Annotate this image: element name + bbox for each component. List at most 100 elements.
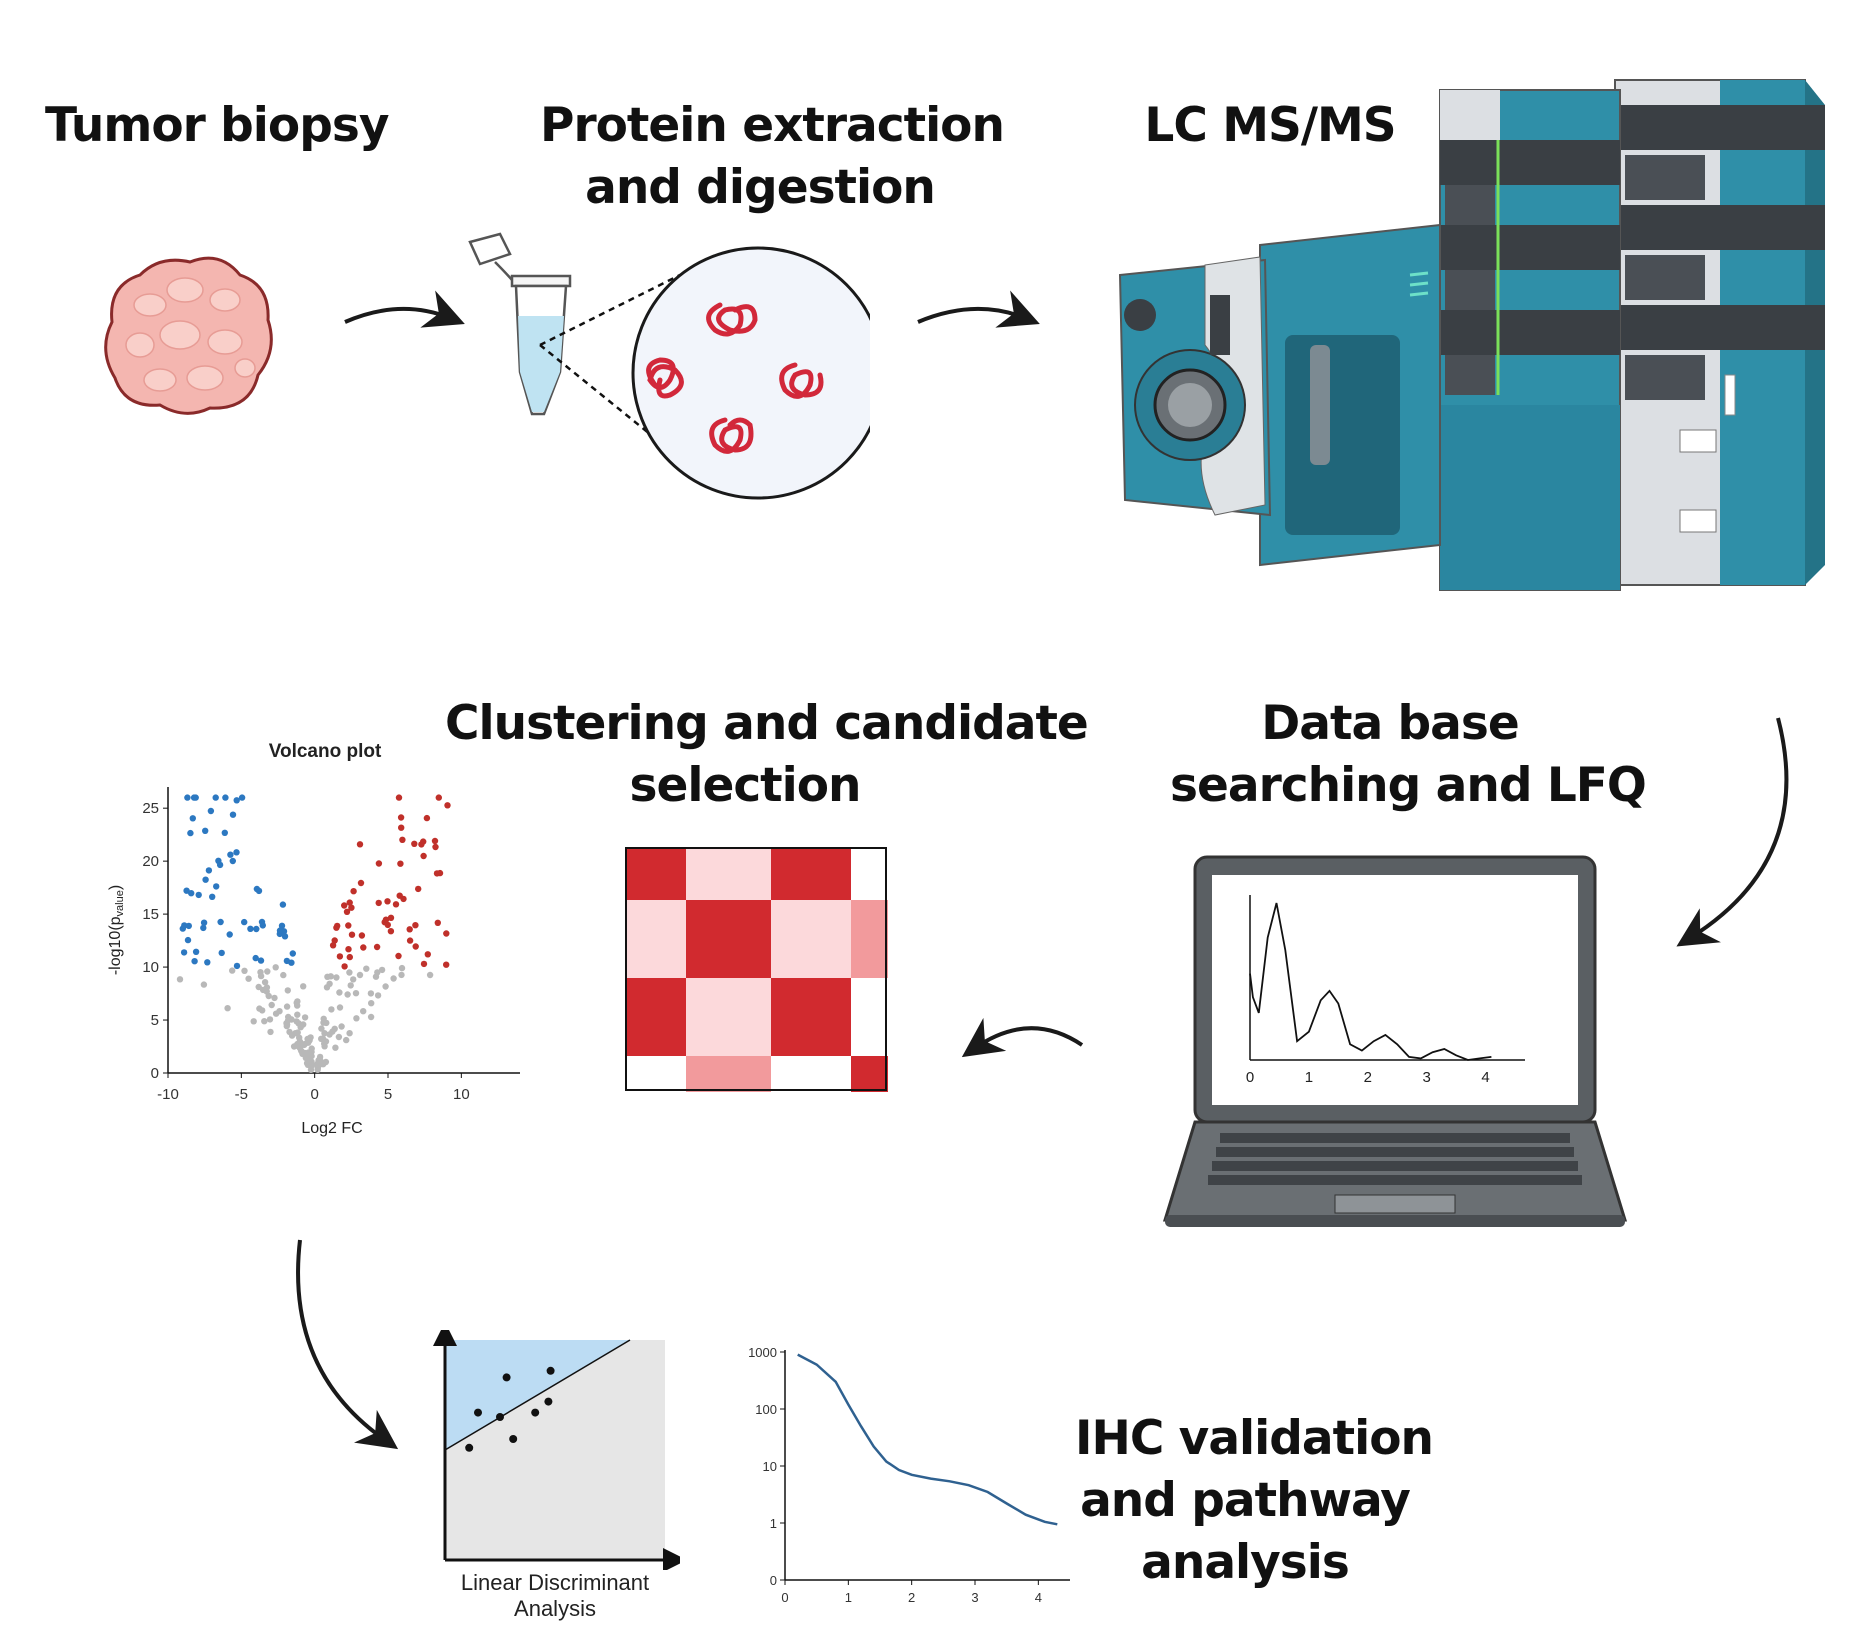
decay-ytick-label: 1 bbox=[770, 1516, 777, 1531]
volcano-xtick-label: -5 bbox=[235, 1086, 248, 1103]
lc-ms-instrument-icon bbox=[1118, 79, 1825, 591]
volcano-point bbox=[341, 963, 348, 970]
volcano-point bbox=[299, 1050, 306, 1057]
volcano-point bbox=[382, 983, 389, 990]
volcano-ylabel: -log10(pvalue) bbox=[107, 885, 126, 975]
volcano-point bbox=[363, 965, 370, 972]
arrow-icon bbox=[296, 1239, 399, 1450]
volcano-point bbox=[263, 984, 271, 991]
volcano-point bbox=[336, 953, 344, 960]
volcano-point bbox=[374, 992, 382, 999]
volcano-point bbox=[209, 893, 216, 900]
volcano-ytick-label: 10 bbox=[142, 959, 159, 976]
volcano-point bbox=[328, 1006, 335, 1013]
heatmap-cell bbox=[851, 900, 888, 978]
heatmap-cell bbox=[626, 978, 686, 1056]
volcano-point bbox=[356, 971, 364, 979]
volcano-point bbox=[217, 918, 224, 926]
volcano-point bbox=[392, 901, 400, 908]
heatmap-cell bbox=[686, 848, 771, 900]
stage-title-lcms: LC MS/MS bbox=[1140, 95, 1400, 157]
volcano-point bbox=[356, 841, 364, 848]
volcano-point bbox=[412, 943, 419, 950]
volcano-point bbox=[195, 891, 202, 899]
volcano-point bbox=[335, 1033, 343, 1041]
volcano-point bbox=[341, 902, 348, 909]
stage-title-line: LC MS/MS bbox=[1144, 98, 1396, 153]
volcano-point bbox=[229, 811, 237, 818]
decay-xtick-label: 4 bbox=[1035, 1590, 1042, 1605]
decay-xtick-label: 1 bbox=[845, 1590, 852, 1605]
volcano-point bbox=[276, 927, 284, 934]
volcano-point bbox=[184, 794, 191, 801]
volcano-point bbox=[271, 994, 278, 1002]
volcano-point bbox=[190, 794, 198, 801]
volcano-point bbox=[415, 885, 422, 893]
heatmap-cell bbox=[851, 848, 888, 900]
volcano-point bbox=[329, 942, 337, 949]
volcano-point bbox=[373, 943, 381, 951]
volcano-point bbox=[294, 1011, 301, 1018]
volcano-point bbox=[296, 1038, 304, 1045]
volcano-point bbox=[400, 895, 407, 903]
volcano-point bbox=[267, 1028, 274, 1036]
volcano-point bbox=[266, 1016, 274, 1023]
volcano-point bbox=[226, 931, 233, 938]
volcano-point bbox=[233, 849, 240, 856]
stage-title-ihc: IHC validation and pathway analysis bbox=[1075, 1408, 1434, 1594]
volcano-point bbox=[257, 957, 265, 964]
lda-point bbox=[509, 1435, 518, 1443]
volcano-point bbox=[420, 852, 427, 860]
volcano-point bbox=[332, 1044, 339, 1051]
volcano-point bbox=[323, 984, 331, 991]
decay-xtick-label: 3 bbox=[971, 1590, 978, 1605]
volcano-point bbox=[284, 987, 291, 994]
volcano-ylabel-sub: value bbox=[114, 890, 126, 916]
volcano-point bbox=[318, 1025, 325, 1032]
volcano-point bbox=[184, 936, 192, 944]
volcano-point bbox=[218, 949, 225, 957]
volcano-point bbox=[189, 815, 196, 822]
volcano-point bbox=[326, 1031, 333, 1038]
volcano-point bbox=[213, 883, 220, 890]
volcano-point bbox=[283, 1003, 291, 1010]
volcano-point bbox=[420, 960, 428, 968]
heatmap-cell bbox=[851, 1056, 888, 1092]
volcano-point bbox=[253, 885, 261, 893]
tumor-tissue-icon bbox=[104, 256, 273, 415]
heatmap-cell bbox=[771, 900, 851, 978]
volcano-point bbox=[187, 829, 194, 837]
volcano-point bbox=[346, 899, 353, 906]
volcano-point bbox=[202, 827, 209, 834]
volcano-point bbox=[259, 1007, 266, 1014]
volcano-point bbox=[207, 807, 215, 815]
stage-title-line: selection bbox=[629, 758, 861, 813]
decay-ytick-label: 1000 bbox=[748, 1345, 777, 1360]
volcano-point bbox=[397, 860, 404, 867]
volcano-point bbox=[444, 802, 451, 809]
heatmap bbox=[625, 847, 888, 1092]
volcano-point bbox=[358, 932, 366, 939]
volcano-point bbox=[399, 836, 406, 843]
volcano-point bbox=[321, 1030, 328, 1037]
volcano-ylabel-end: ) bbox=[107, 885, 124, 890]
volcano-point bbox=[319, 1059, 326, 1066]
volcano-point bbox=[250, 1018, 257, 1025]
volcano-point bbox=[181, 922, 188, 929]
volcano-point bbox=[204, 959, 211, 966]
volcano-point bbox=[286, 1028, 293, 1036]
volcano-point bbox=[280, 971, 287, 979]
volcano-point bbox=[346, 1030, 353, 1037]
volcano-ylabel-main: -log10(p bbox=[107, 916, 124, 975]
volcano-point bbox=[229, 967, 236, 974]
volcano-point bbox=[222, 794, 229, 801]
volcano-point bbox=[285, 1017, 292, 1024]
volcano-point bbox=[323, 1019, 330, 1027]
volcano-point bbox=[378, 966, 386, 974]
volcano-xtick-label: -10 bbox=[157, 1086, 179, 1103]
decay-ytick-label: 100 bbox=[755, 1402, 777, 1417]
volcano-point bbox=[346, 969, 353, 976]
volcano-point bbox=[368, 1000, 375, 1007]
volcano-point bbox=[367, 1013, 375, 1021]
